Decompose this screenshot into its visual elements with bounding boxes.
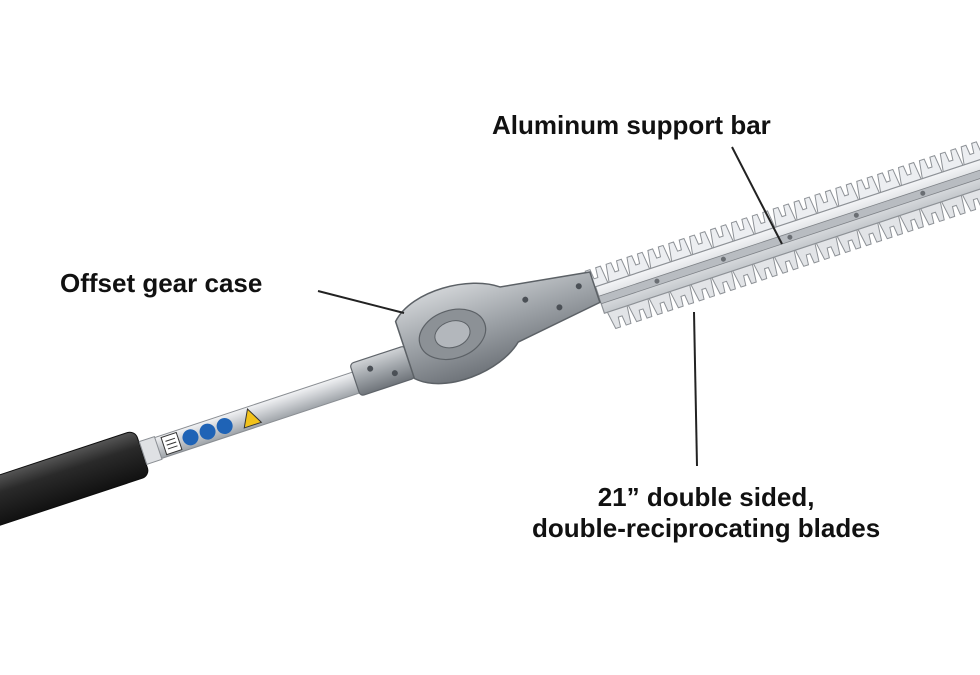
blade-rivet [720,256,726,262]
callout-support-bar: Aluminum support bar [492,110,771,140]
warning-icon [243,407,263,429]
callout-blades: 21” double sided, double-reciprocating b… [532,482,880,544]
glove-icon [216,417,233,434]
leader-support-bar [731,146,783,245]
safety-stickers [160,407,263,456]
blade-rivet [853,212,859,218]
blade-rivet [920,190,926,196]
leader-gear-case [317,290,405,314]
double-sided-blade [584,141,980,330]
callout-blades-line1: 21” double sided, [597,482,815,512]
leader-blades [693,311,698,467]
blade-rivet [654,278,660,284]
aluminum-support-bar [598,165,980,305]
ear-protection-icon [199,423,216,440]
callout-blades-line2: double-reciprocating blades [532,513,881,543]
offset-gear-case [394,271,601,385]
blade-rivets [654,190,926,284]
eye-protection-icon [182,429,199,446]
blade-rivet [787,234,793,240]
metal-shaft [138,371,361,466]
leader-lines [317,146,783,467]
callout-gear-case: Offset gear case [60,268,263,298]
rubber-grip [0,431,149,531]
